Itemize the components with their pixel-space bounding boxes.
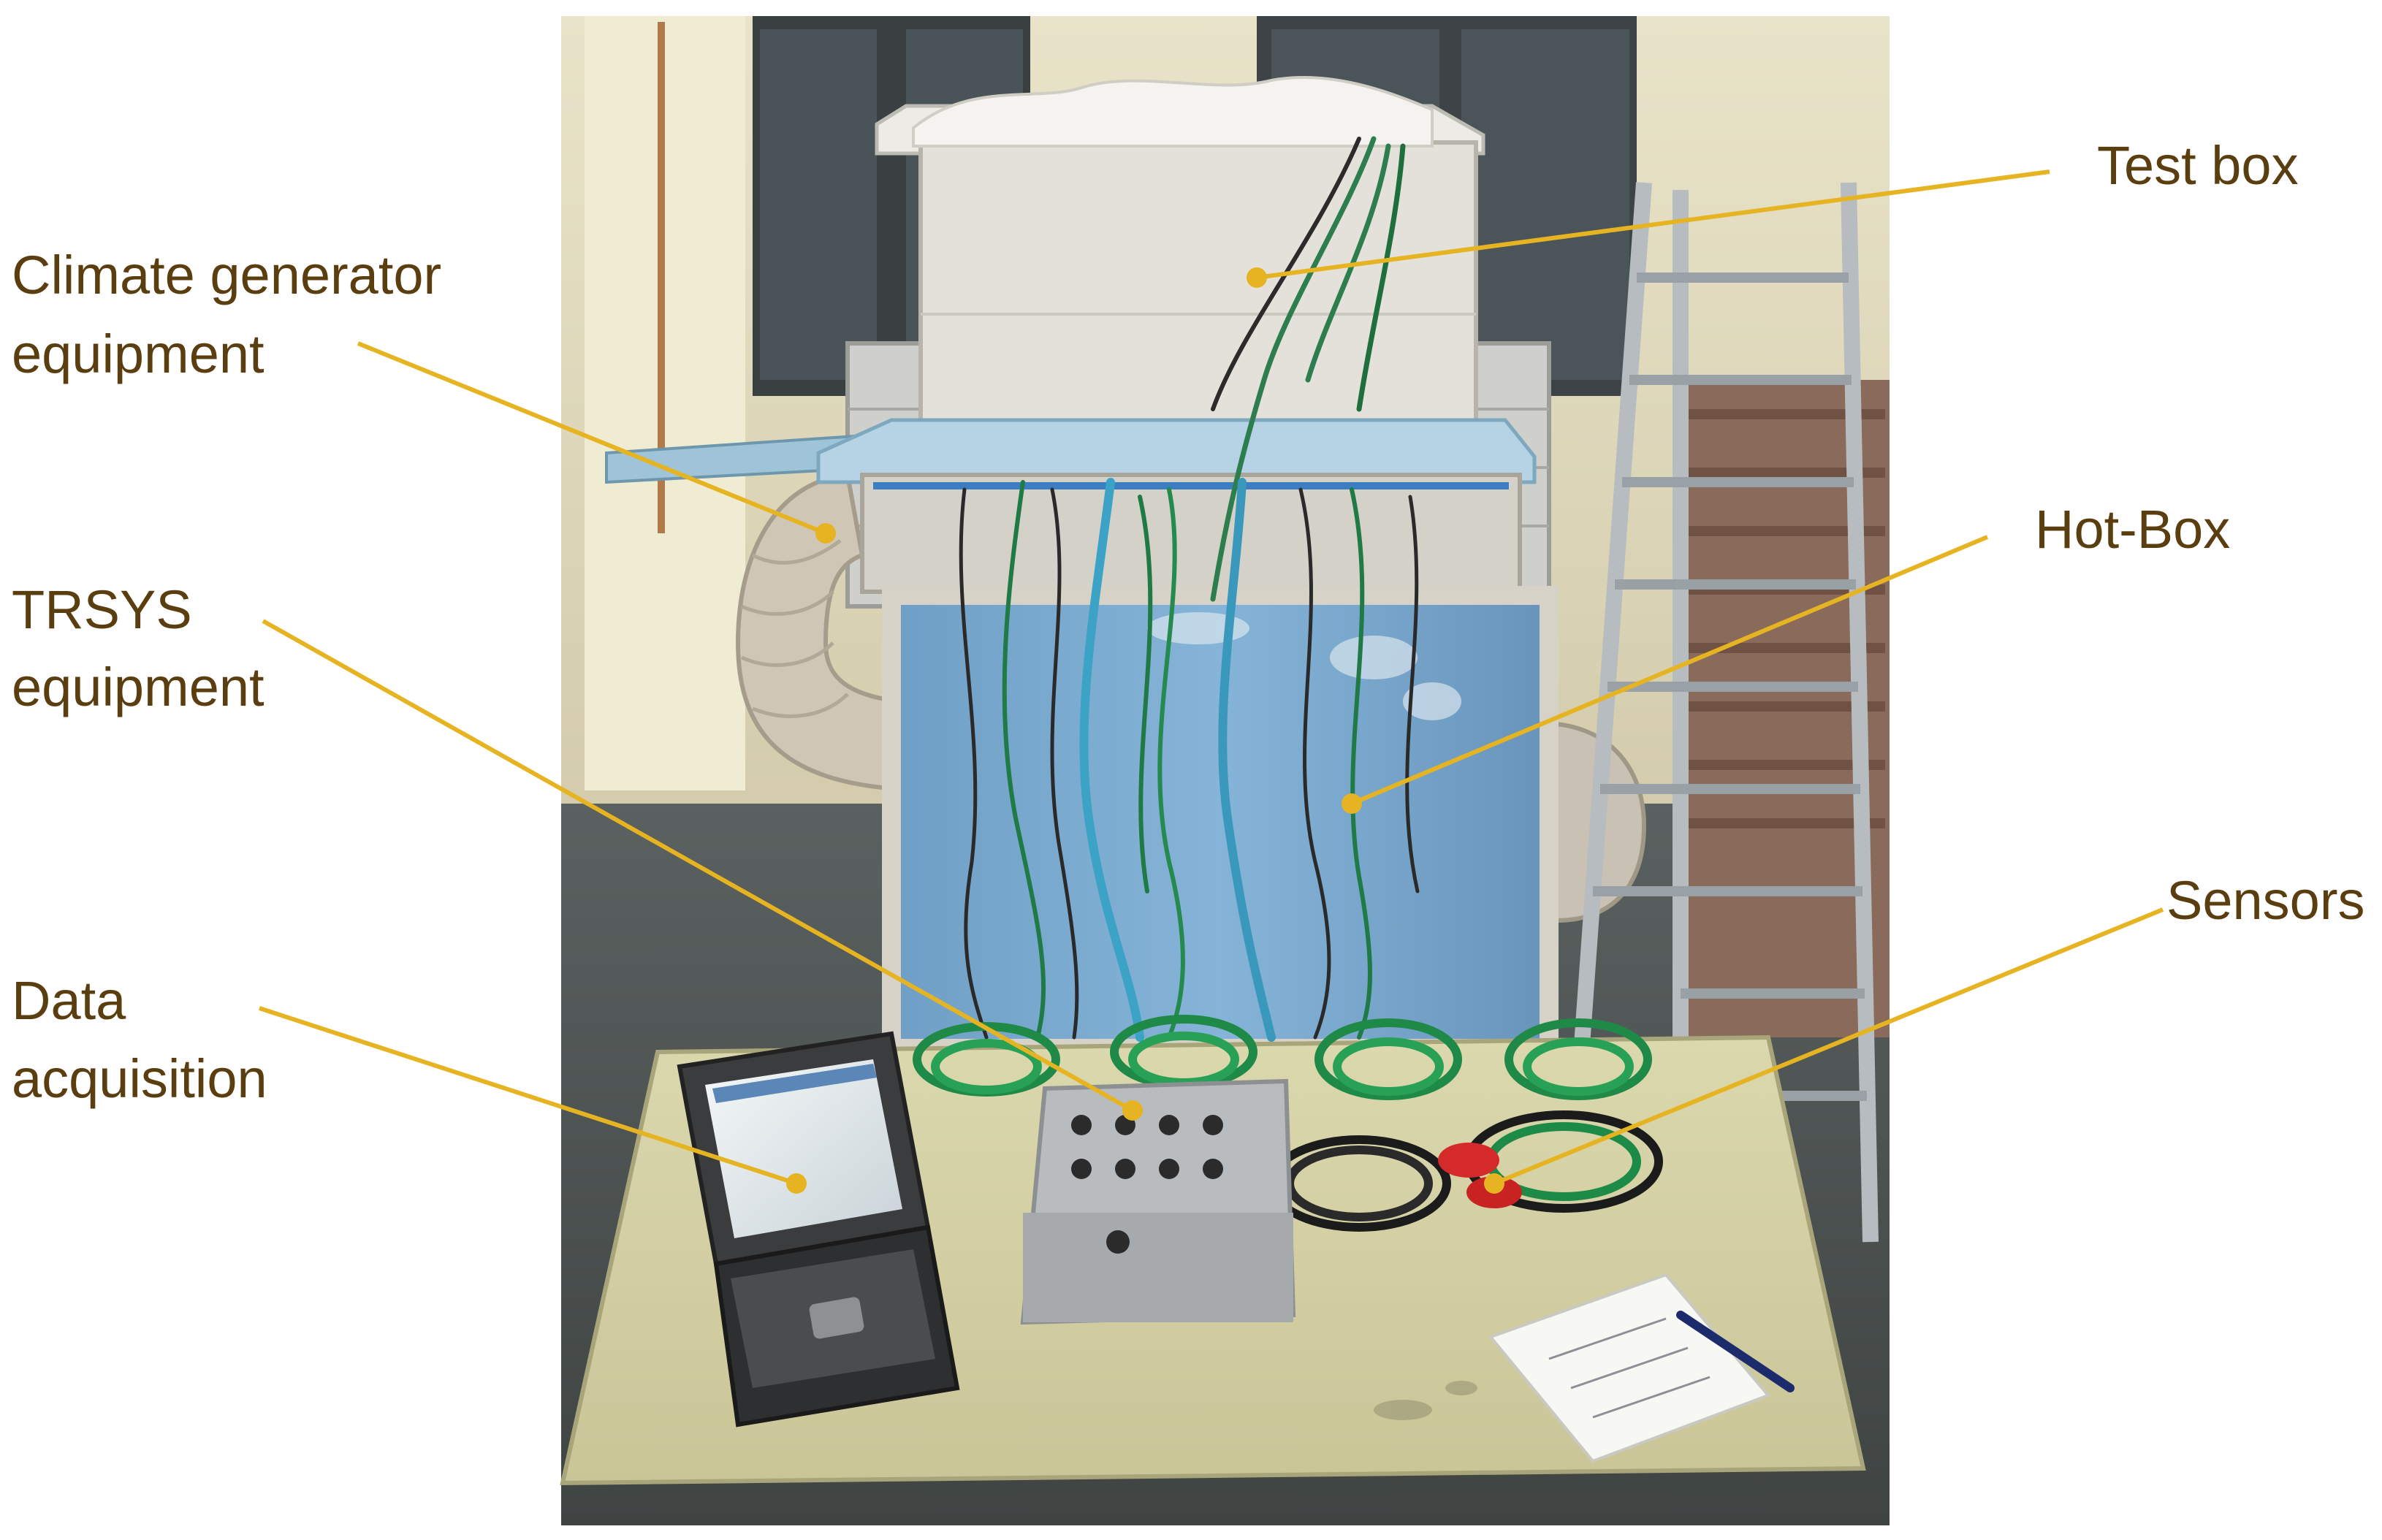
sensor-cables [959,136,1420,1042]
hot-box-marker [1342,793,1362,814]
label-data-acquisition-line2: acquisition [12,1048,267,1109]
label-data-acquisition-line1: Data [12,970,126,1031]
label-climate-generator-line2: equipment [12,324,265,384]
trsys-leader [262,619,1134,1113]
hot-box-leader [1350,535,1989,806]
label-trsys-line1: TRSYS [12,579,192,640]
label-test-box: Test box [2097,135,2299,196]
flexible-duct [735,472,901,792]
laptop-screen [705,1059,902,1238]
data-acquisition-leader [259,1006,797,1186]
hot-box-frame [860,473,1522,594]
callout-labels: Test box Climate generator equipment Hot… [12,135,2364,1109]
red-sensor [1438,1143,1499,1178]
ladder [1570,182,1879,1243]
test-box-marker [1247,267,1267,288]
label-trsys-line2: equipment [12,657,265,717]
callout-lines [259,169,2164,1186]
test-box [918,140,1478,433]
climate-generator-leader [357,341,827,535]
label-sensors: Sensors [2166,870,2364,931]
label-hot-box: Hot-Box [2035,499,2230,560]
pen [1676,1311,1795,1392]
label-climate-generator-line1: Climate generator [12,245,441,305]
data-acquisition-marker [786,1173,807,1194]
top-plate [816,418,1537,484]
hot-box [882,586,1559,1058]
callout-dots [786,267,1504,1194]
photo [560,16,1890,1525]
sensors-leader [1493,907,2164,1186]
climate-generator-marker [815,523,836,544]
trsys-marker [1122,1100,1143,1121]
sensors-marker [1484,1173,1504,1194]
test-box-leader [1256,169,2050,280]
